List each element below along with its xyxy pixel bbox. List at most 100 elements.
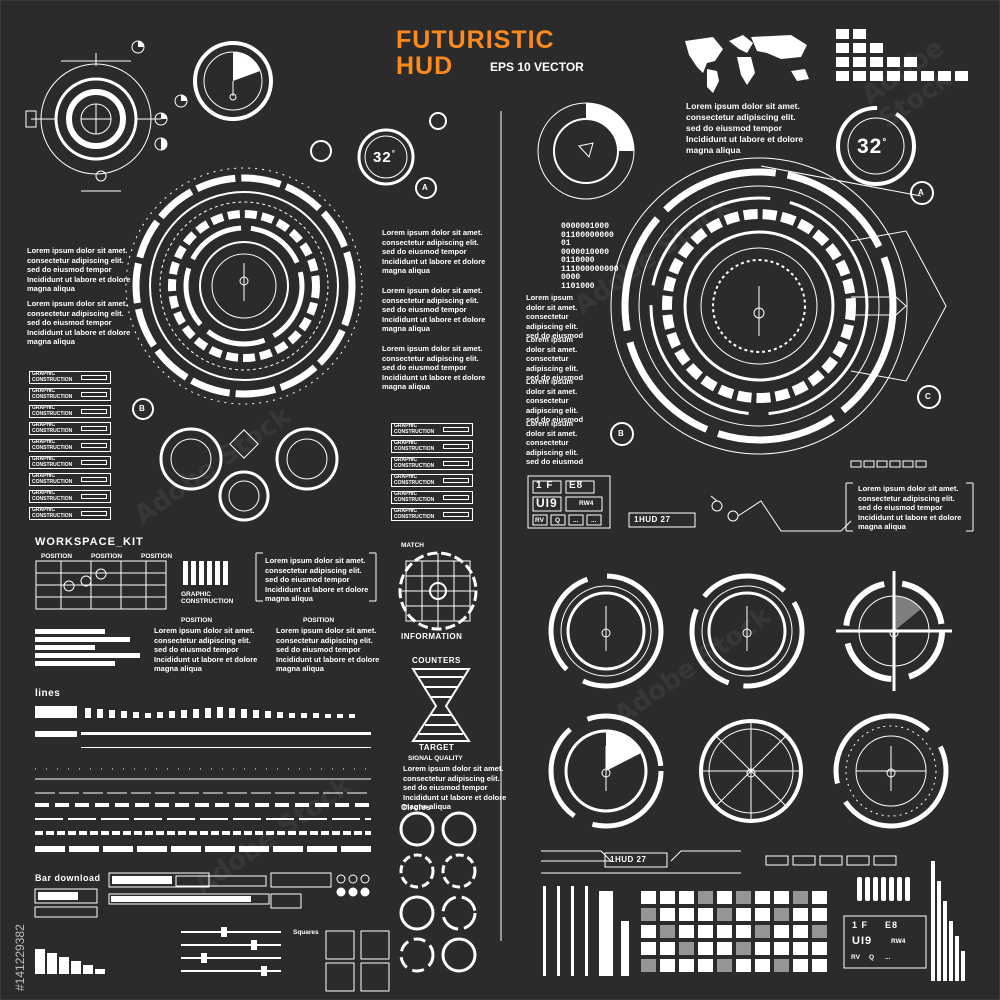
readout-ui9-bottom: UI9 [852, 935, 873, 947]
hud27-label-bottom: 1HUD 27 [610, 855, 647, 864]
lorem-position-1: Lorem ipsum dolor sit amet. consectetur … [154, 626, 258, 674]
counters-label: COUNTERS [412, 656, 461, 665]
binary-readout: 0000001000 01100000000 01 0000010000 011… [561, 222, 619, 291]
marker-a-right: A [918, 188, 925, 197]
bottom-badge [541, 850, 741, 874]
vertical-bars [543, 886, 629, 976]
lorem-right-bracket: Lorem ipsum dolor sit amet. consectetur … [858, 484, 962, 532]
graphic-construction-label: GRAPHIC CONSTRUCTION [181, 591, 234, 605]
information-label: INFORMATION [401, 632, 463, 641]
readout-panel-bottom [843, 915, 927, 969]
pin-markers-right [610, 181, 941, 446]
level-meter [931, 861, 965, 981]
readout-q: Q [555, 517, 561, 524]
parallelogram-row [765, 855, 897, 866]
circles-column [399, 811, 477, 973]
position-label-3: POSITION [141, 553, 173, 560]
target-dials [548, 571, 952, 829]
readout-rv-bottom: RV [851, 954, 860, 961]
lorem-right-top: Lorem ipsum dolor sit amet. consectetur … [686, 101, 804, 155]
main-dial-left [125, 167, 363, 405]
lorem-col-1: Lorem ipsum dolor sit amet. consectetur … [526, 293, 584, 341]
lines-samples [35, 706, 371, 748]
position-label-5: POSITION [303, 617, 335, 624]
position-label-1: POSITION [41, 553, 73, 560]
small-dials [131, 40, 188, 151]
lines-label: lines [35, 688, 61, 699]
gc-right-5: GRAPHIC CONSTRUCTION [391, 491, 473, 504]
readout-dots-1: ... [573, 517, 579, 524]
gc-left-2: GRAPHIC CONSTRUCTION [29, 388, 111, 401]
bar-stack [183, 561, 228, 585]
readout-rw4: RW4 [579, 500, 594, 507]
small-dials-row [159, 427, 339, 522]
readout-e8-bottom: E8 [885, 920, 899, 930]
marker-c-right: C [925, 392, 932, 401]
step-bars [35, 927, 281, 976]
temperature-left: 32° [373, 149, 396, 166]
lorem-mid-2: Lorem ipsum dolor sit amet. consectetur … [382, 286, 486, 334]
readout-f-bottom: 1 F [852, 920, 869, 930]
circles-label: Circles [401, 803, 432, 812]
main-dial-right [610, 157, 947, 455]
pixel-bars [836, 29, 968, 81]
gc-right-2: GRAPHIC CONSTRUCTION [391, 440, 473, 453]
lorem-position-2: Lorem ipsum dolor sit amet. consectetur … [276, 626, 380, 674]
position-label-2: POSITION [91, 553, 123, 560]
target-label: TARGET [419, 743, 455, 752]
gc-left-3: GRAPHIC CONSTRUCTION [29, 405, 111, 418]
clock-dial [193, 41, 273, 121]
readout-dots-2: ... [591, 517, 597, 524]
gc-left-5: GRAPHIC CONSTRUCTION [29, 439, 111, 452]
squares-label: Squares [293, 929, 319, 936]
title-line-1: FUTURISTIC [396, 26, 555, 54]
world-map [685, 35, 809, 93]
lorem-bracket-left [255, 552, 377, 602]
lorem-col-3: Lorem ipsum dolor sit amet. consectetur … [526, 377, 584, 425]
gc-left-1: GRAPHIC CONSTRUCTION [29, 371, 111, 384]
bar-download-label: Bar download [35, 873, 101, 883]
temperature-dial-left [357, 128, 415, 186]
readout-ui9: UI9 [536, 496, 558, 510]
readout-e8: E8 [569, 480, 584, 491]
lorem-mid-1: Lorem ipsum dolor sit amet. consectetur … [382, 228, 486, 276]
readout-f: 1 F [536, 480, 554, 491]
lorem-left-2: Lorem ipsum dolor sit amet. consectetur … [27, 299, 131, 347]
lorem-col-4: Lorem ipsum dolor sit amet. consectetur … [526, 419, 584, 467]
lorem-bracket-text: Lorem ipsum dolor sit amet. consectetur … [265, 556, 369, 604]
lorem-left-1: Lorem ipsum dolor sit amet. consectetur … [27, 246, 131, 294]
subtitle: EPS 10 VECTOR [490, 60, 584, 74]
marker-b-left: B [139, 404, 146, 413]
marker-a-left: A [422, 183, 429, 192]
temperature-dial-right [836, 106, 916, 186]
match-label: MATCH [401, 542, 424, 549]
pill-bars [857, 877, 910, 901]
pin-markers-left [132, 112, 447, 420]
lorem-signal: Lorem ipsum dolor sit amet. consectetur … [403, 764, 507, 812]
bar-download-widgets [34, 872, 370, 918]
gc-right-1: GRAPHIC CONSTRUCTION [391, 423, 473, 436]
counters-hourglass [411, 668, 471, 742]
tile-grid [641, 891, 827, 972]
position-label-4: POSITION [181, 617, 213, 624]
marker-b-right: B [618, 429, 625, 438]
squares [325, 930, 390, 992]
title-line-2: HUD [396, 52, 454, 80]
stock-id: #141229382 [13, 924, 27, 991]
hud27-label-top: 1HUD 27 [634, 515, 671, 524]
gc-left-8: GRAPHIC CONSTRUCTION [29, 490, 111, 503]
gc-right-6: GRAPHIC CONSTRUCTION [391, 508, 473, 521]
readout-rv: RV [535, 517, 544, 524]
match-target [398, 551, 478, 631]
ruler-lines [35, 768, 371, 852]
signal-quality-label: SIGNAL QUALITY [408, 755, 463, 762]
compass-widget [25, 53, 161, 192]
position-bars [35, 629, 140, 666]
gc-left-4: GRAPHIC CONSTRUCTION [29, 422, 111, 435]
gc-left-9: GRAPHIC CONSTRUCTION [29, 507, 111, 520]
gc-left-7: GRAPHIC CONSTRUCTION [29, 473, 111, 486]
connector-line [710, 482, 974, 532]
lorem-col-2: Lorem ipsum dolor sit amet. consectetur … [526, 335, 584, 383]
